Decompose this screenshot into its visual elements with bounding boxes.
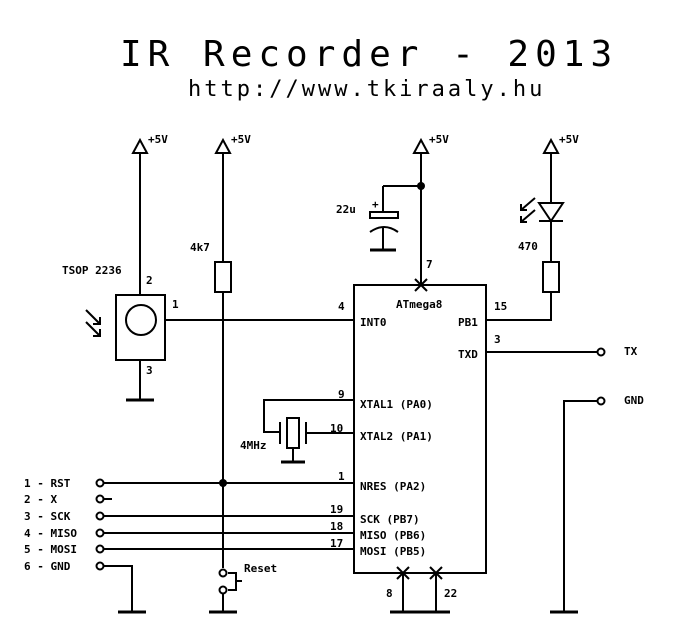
mcu-pin-txd-name: TXD xyxy=(458,348,478,361)
crystal-label: 4MHz xyxy=(240,439,267,452)
mcu-pin-int0-name: INT0 xyxy=(360,316,387,329)
tx-output xyxy=(486,347,606,357)
resistor-led xyxy=(486,261,560,321)
mcu-pin-9: 9 xyxy=(338,388,345,401)
mcu-pin-19: 19 xyxy=(330,503,343,516)
led xyxy=(520,153,565,262)
mcu-pin-7: 7 xyxy=(426,258,433,271)
ir-receiver xyxy=(85,153,166,402)
vcc-symbol-pullup: +5V xyxy=(214,133,251,154)
schematic-url: http://www.tkiraaly.hu xyxy=(188,77,545,102)
svg-text:+5V: +5V xyxy=(559,133,579,146)
vcc-symbol-mcu: +5V xyxy=(412,133,449,154)
mcu-pin-miso-name: MISO (PB6) xyxy=(360,529,426,542)
mcu-pin-pb1-name: PB1 xyxy=(458,316,478,329)
ir-pin-gnd: 3 xyxy=(146,364,153,377)
mcu-vcc-wire xyxy=(383,153,428,292)
schematic-title: IR Recorder - 2013 xyxy=(120,34,618,75)
ir-pin-out: 1 xyxy=(172,298,179,311)
crystal xyxy=(263,399,354,464)
mcu-pin-1: 1 xyxy=(338,470,345,483)
tx-label: TX xyxy=(624,345,638,358)
reset-button-label: Reset xyxy=(244,562,277,575)
mcu-pin-18: 18 xyxy=(330,520,343,533)
ir-pin-vcc: 2 xyxy=(146,274,153,287)
connector-pin-4: 4 - MISO xyxy=(24,527,77,540)
connector-pin-2: 2 - X xyxy=(24,493,57,506)
mcu-pin-sck-name: SCK (PB7) xyxy=(360,513,420,526)
ir-receiver-label: TSOP 2236 xyxy=(62,264,122,277)
svg-text:+5V: +5V xyxy=(429,133,449,146)
svg-text:+5V: +5V xyxy=(231,133,251,146)
gnd-output xyxy=(550,396,606,614)
capacitor-label: 22u xyxy=(336,203,356,216)
connector-wires xyxy=(104,479,354,614)
vcc-symbol-led: +5V xyxy=(542,133,579,154)
mcu-pin-10: 10 xyxy=(330,422,343,435)
connector-pin-5: 5 - MOSI xyxy=(24,543,77,556)
capacitor-22u xyxy=(369,186,399,252)
mcu-pin-nres-name: NRES (PA2) xyxy=(360,480,426,493)
mcu-pin-15: 15 xyxy=(494,300,507,313)
mcu-pin-4: 4 xyxy=(338,300,345,313)
mcu-gnd-pins xyxy=(390,566,450,614)
reset-button xyxy=(209,568,242,614)
capacitor-plus: + xyxy=(372,198,379,211)
mcu-label: ATmega8 xyxy=(396,298,442,311)
connector-pins xyxy=(95,478,105,571)
connector-pin-3: 3 - SCK xyxy=(24,510,71,523)
mcu-pin-17: 17 xyxy=(330,537,343,550)
resistor-pullup-label: 4k7 xyxy=(190,241,210,254)
mcu-pin-xtal1-name: XTAL1 (PA0) xyxy=(360,398,433,411)
connector-pin-6: 6 - GND xyxy=(24,560,71,573)
mcu-pin-mosi-name: MOSI (PB5) xyxy=(360,545,426,558)
connector-pin-1: 1 - RST xyxy=(24,477,71,490)
resistor-led-label: 470 xyxy=(518,240,538,253)
resistor-pullup xyxy=(214,153,232,568)
gnd-label: GND xyxy=(624,394,644,407)
svg-text:+5V: +5V xyxy=(148,133,168,146)
vcc-symbol-ir: +5V xyxy=(131,133,168,154)
mcu-pin-8: 8 xyxy=(386,587,393,600)
mcu-pin-3: 3 xyxy=(494,333,501,346)
mcu-pin-22: 22 xyxy=(444,587,457,600)
mcu-pin-xtal2-name: XTAL2 (PA1) xyxy=(360,430,433,443)
